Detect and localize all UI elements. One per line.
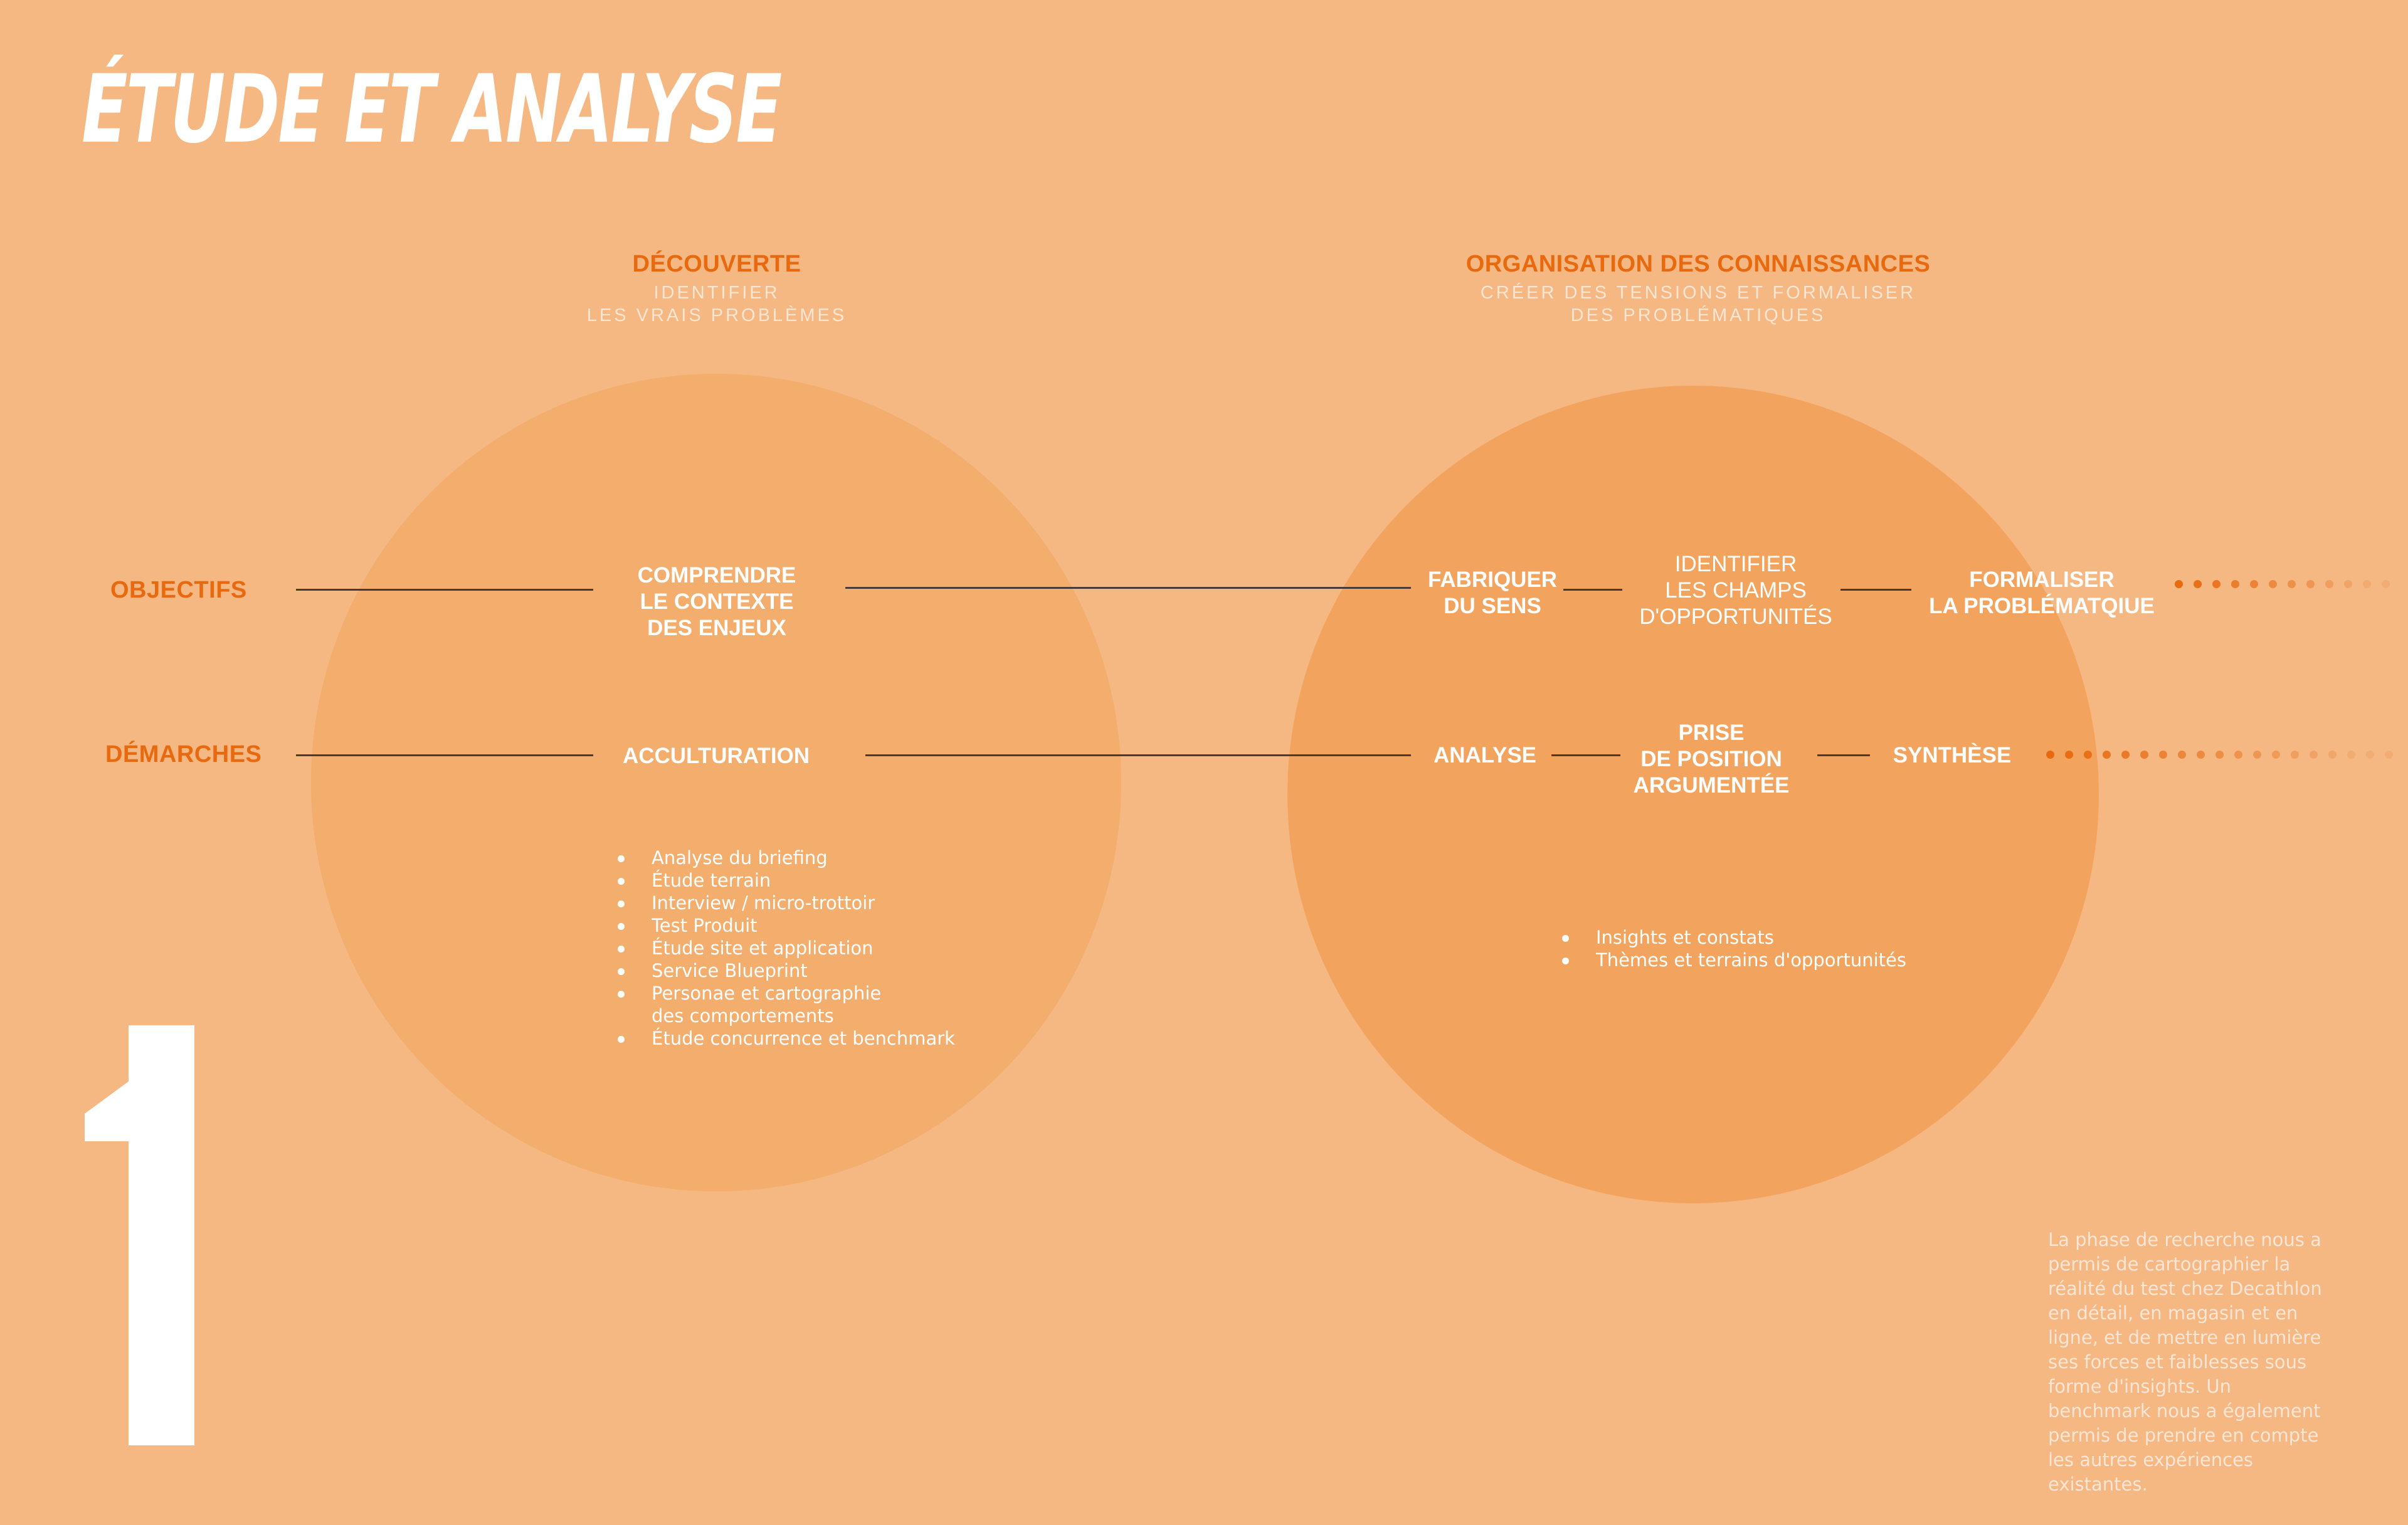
step-line: D'OPPORTUNITÉS — [1639, 604, 1832, 629]
dotted-trail-demarches — [2046, 751, 2404, 759]
phase-title: DÉCOUVERTE — [632, 251, 801, 277]
row-label-objectifs: OBJECTIFS — [110, 577, 247, 603]
connector-line — [1817, 754, 1870, 756]
trail-dot — [2385, 751, 2393, 759]
phase-subtitle-line: CRÉER DES TENSIONS ET FORMALISER — [1480, 283, 1916, 303]
trail-dot — [2366, 751, 2374, 759]
step-number: 1 — [85, 1025, 194, 1445]
connector-line — [296, 754, 593, 756]
trail-dot — [2215, 751, 2224, 759]
list-item: Interview / micro-trottoir — [618, 892, 955, 914]
trail-dot — [2310, 751, 2318, 759]
trail-dot — [2046, 751, 2054, 759]
objectif-step: FABRIQUER DU SENS — [1428, 567, 1557, 620]
step-line: SYNTHÈSE — [1893, 743, 2012, 768]
step-line: PRISE — [1678, 720, 1745, 745]
phase-subtitle: IDENTIFIER LES VRAIS PROBLÈMES — [529, 282, 905, 327]
connector-line — [1563, 589, 1622, 591]
phase-subtitle: CRÉER DES TENSIONS ET FORMALISER DES PRO… — [1416, 282, 1980, 327]
trail-dot — [2084, 751, 2092, 759]
trail-dot — [2140, 751, 2148, 759]
trail-dot — [2175, 580, 2183, 588]
trail-dot — [2065, 751, 2073, 759]
connector-line — [1551, 754, 1620, 756]
step-line: FORMALISER — [1969, 567, 2115, 592]
phase-title: ORGANISATION DES CONNAISSANCES — [1465, 251, 1931, 277]
phase-subtitle-line: LES VRAIS PROBLÈMES — [586, 305, 847, 325]
objectif-step: FORMALISER LA PROBLÉMATQIUE — [1929, 567, 2155, 620]
list-item: Analyse du briefing — [618, 847, 955, 869]
connector-line — [1840, 589, 1911, 591]
step-line: DU SENS — [1444, 594, 1541, 618]
trail-dot — [2121, 751, 2130, 759]
trail-dot — [2103, 751, 2111, 759]
trail-dot — [2344, 580, 2352, 588]
row-label-demarches: DÉMARCHES — [105, 741, 262, 768]
decouverte-circle — [311, 374, 1121, 1191]
trail-dot — [2212, 580, 2221, 588]
connector-line — [865, 754, 1411, 756]
page-title: ÉTUDE ET ANALYSE — [82, 55, 782, 164]
trail-dot — [2291, 751, 2299, 759]
step-line: COMPRENDRE — [637, 563, 796, 588]
objectif-step: COMPRENDRE LE CONTEXTE DES ENJEUX — [638, 562, 796, 641]
trail-dot — [2325, 580, 2333, 588]
demarche-step: SYNTHÈSE — [1893, 742, 2012, 769]
step-line: DES ENJEUX — [647, 616, 786, 640]
trail-dot — [2194, 580, 2202, 588]
step-line: IDENTIFIER — [1674, 552, 1797, 576]
trail-dot — [2328, 751, 2337, 759]
trail-dot — [2250, 580, 2258, 588]
list-item: Service Blueprint — [618, 959, 955, 982]
trail-dot — [2306, 580, 2315, 588]
demarche-step: ACCULTURATION — [623, 743, 810, 769]
step-line: FABRIQUER — [1427, 567, 1558, 592]
caption-text: La phase de recherche nous a permis de c… — [2048, 1229, 2322, 1495]
demarche-step: PRISE DE POSITION ARGUMENTÉE — [1634, 720, 1790, 799]
list-item: Étude concurrence et benchmark — [618, 1027, 955, 1050]
phase-decouverte: DÉCOUVERTE IDENTIFIER LES VRAIS PROBLÈME… — [529, 251, 905, 327]
phase-organisation: ORGANISATION DES CONNAISSANCES CRÉER DES… — [1416, 251, 1980, 327]
list-item: Étude terrain — [618, 869, 955, 892]
phase-subtitle-line: DES PROBLÉMATIQUES — [1570, 305, 1826, 325]
step-line: LES CHAMPS — [1665, 578, 1807, 603]
step-line: LA PROBLÉMATQIUE — [1929, 594, 2155, 618]
connector-line — [845, 587, 1411, 589]
trail-dot — [2347, 751, 2355, 759]
trail-dot — [2178, 751, 2186, 759]
list-item: Étude site et application — [618, 937, 955, 959]
trail-dot — [2272, 751, 2280, 759]
step-line: ACCULTURATION — [622, 744, 810, 768]
connector-line — [296, 589, 593, 591]
objectif-step: IDENTIFIER LES CHAMPS D'OPPORTUNITÉS — [1639, 551, 1832, 630]
organisation-circle — [1287, 386, 2099, 1203]
trail-dot — [2288, 580, 2296, 588]
trail-dot — [2363, 580, 2371, 588]
step-line: DE POSITION — [1640, 747, 1782, 771]
list-item: Thèmes et terrains d'opportunités — [1562, 949, 1906, 971]
step-line: ANALYSE — [1433, 743, 1537, 768]
trail-dot — [2231, 580, 2239, 588]
dotted-trail-objectifs — [2175, 580, 2400, 588]
step-number-stem — [129, 1025, 194, 1445]
list-item: Test Produit — [618, 914, 955, 937]
demarche-step: ANALYSE — [1434, 742, 1536, 769]
list-item: Insights et constats — [1562, 926, 1906, 949]
trail-dot — [2269, 580, 2277, 588]
trail-dot — [2159, 751, 2167, 759]
trail-dot — [2253, 751, 2261, 759]
step-line: LE CONTEXTE — [640, 589, 794, 614]
trail-dot — [2197, 751, 2205, 759]
trail-dot — [2382, 580, 2390, 588]
trail-dot — [2234, 751, 2242, 759]
phase-subtitle-line: IDENTIFIER — [653, 283, 780, 303]
step-line: ARGUMENTÉE — [1633, 773, 1790, 798]
